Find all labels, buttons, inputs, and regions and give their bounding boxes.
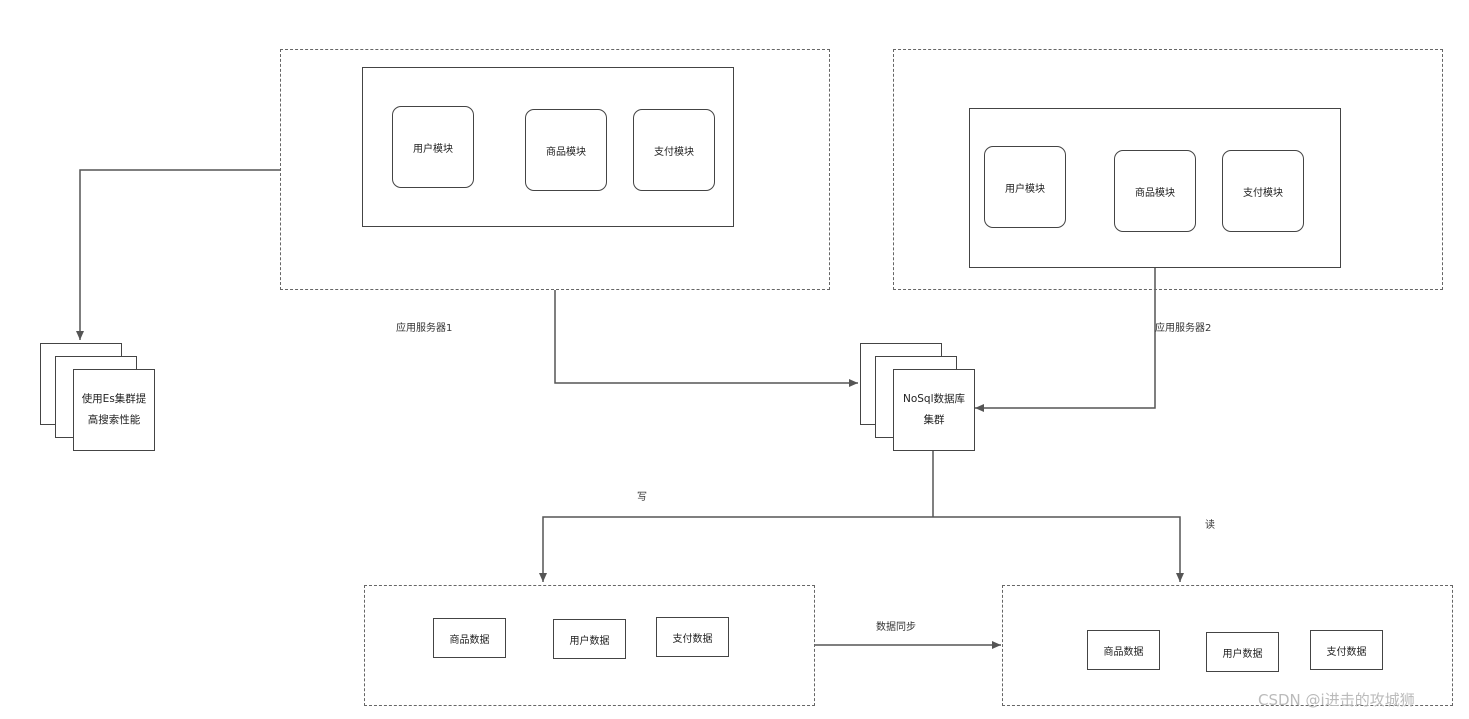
arrow-server2-to-nosql xyxy=(975,267,1156,412)
nosql-cluster: NoSql数据库集群 xyxy=(893,369,975,451)
server1-product-module: 商品模块 xyxy=(525,109,607,191)
data-sync-label: 数据同步 xyxy=(876,622,916,633)
write-label: 写 xyxy=(637,492,647,503)
read-store-product-data: 商品数据 xyxy=(1087,630,1160,670)
server1-payment-module: 支付模块 xyxy=(633,109,715,191)
read-label: 读 xyxy=(1205,520,1215,531)
read-store-user-data: 用户数据 xyxy=(1206,632,1279,672)
server2-user-module: 用户模块 xyxy=(984,146,1066,228)
csdn-watermark: CSDN @i进击的攻城狮 xyxy=(1258,691,1415,709)
arrow-nosql-to-read xyxy=(933,516,1184,582)
app-server-2-label: 应用服务器2 xyxy=(1155,323,1212,334)
write-store-payment-data: 支付数据 xyxy=(656,617,729,657)
arrow-server1-to-es xyxy=(76,169,280,340)
write-store-user-data: 用户数据 xyxy=(553,619,626,659)
read-store-payment-data: 支付数据 xyxy=(1310,630,1383,670)
server2-payment-module: 支付模块 xyxy=(1222,150,1304,232)
server2-product-module: 商品模块 xyxy=(1114,150,1196,232)
app-server-1 xyxy=(280,49,830,290)
arrow-nosql-to-write xyxy=(539,516,933,582)
write-store-product-data: 商品数据 xyxy=(433,618,506,658)
read-data-store xyxy=(1002,585,1453,706)
arrow-server1-to-nosql xyxy=(554,290,858,387)
write-data-store xyxy=(364,585,815,706)
es-cluster: 使用Es集群提高搜索性能 xyxy=(73,369,155,451)
app-server-2 xyxy=(893,49,1443,290)
server1-user-module: 用户模块 xyxy=(392,106,474,188)
app-server-1-label: 应用服务器1 xyxy=(396,323,453,334)
